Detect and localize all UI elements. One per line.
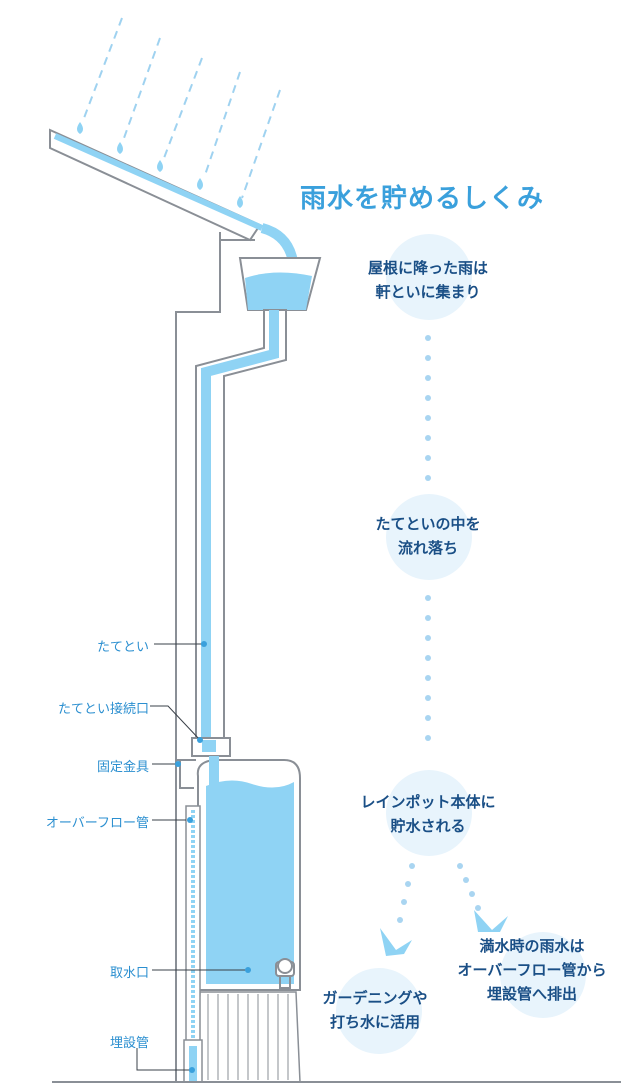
label-faucet: 取水口 [109,966,149,981]
step-circle-2 [386,494,472,580]
step-1-line1: 屋根に降った雨は [367,259,489,277]
downspout [195,309,287,742]
overflow-pipe [183,805,203,1083]
step-1-line2: 軒といに集まり [375,283,481,301]
step-text-4: ガーデニングや 打ち水に活用 [322,986,427,1034]
raindrops [77,122,243,208]
flow-dots [397,335,481,923]
step-text-2: たてといの中を 流れ落ち [375,512,480,560]
step-text-3: レインポット本体に 貯水される [360,790,495,838]
step-2-line1: たてといの中を [375,515,481,533]
step-4-line1: ガーデニングや [322,989,428,1007]
step-5-line3: 埋設管へ排出 [486,985,578,1003]
gutter [238,257,322,311]
step-circle-3 [386,770,472,856]
leader-dots [175,641,251,1073]
faucet [275,958,295,989]
label-buried-pipe: 埋設管 [109,1036,149,1051]
step-5-line2: オーバーフロー管から [457,961,607,979]
step-2-line2: 流れ落ち [397,539,459,557]
step-text-1: 屋根に降った雨は 軒といに集まり [368,256,488,304]
step-4-line2: 打ち水に活用 [329,1013,421,1031]
page-title: 雨水を貯めるしくみ [300,184,545,214]
fixing-bracket [176,759,196,789]
step-circle-4 [336,968,422,1054]
step-circle-5 [500,932,586,1018]
step-circle-1 [386,234,472,320]
tank-stand [195,991,301,1083]
roof [49,128,264,242]
label-overflow-pipe: オーバーフロー管 [45,816,149,831]
step-3-line1: レインポット本体に [360,793,496,811]
label-downspout: たてとい [96,640,149,655]
step-3-line2: 貯水される [390,817,466,835]
rain-pot-tank [196,756,301,991]
house-wall [175,232,255,1082]
label-downspout-joint: たてとい接続口 [57,702,149,717]
flow-arrows [380,910,508,956]
step-text-5: 満水時の雨水は オーバーフロー管から 埋設管へ排出 [458,934,607,1006]
leader-lines [136,643,248,1071]
step-5-line1: 満水時の雨水は [479,937,585,955]
label-bracket: 固定金具 [96,760,149,775]
rain-streaks [83,17,281,199]
